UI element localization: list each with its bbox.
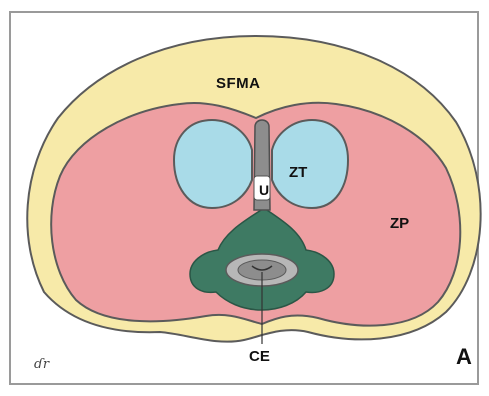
label-zt: ZT	[289, 165, 307, 180]
label-ce: CE	[249, 349, 270, 364]
zt-left-lobe	[174, 120, 252, 208]
zt-right-lobe	[272, 120, 348, 208]
label-zp: ZP	[390, 216, 409, 231]
label-sfma: SFMA	[216, 76, 261, 91]
label-u: U	[259, 183, 269, 197]
artist-signature: ɗr	[34, 357, 49, 372]
panel-letter: A	[456, 346, 472, 368]
